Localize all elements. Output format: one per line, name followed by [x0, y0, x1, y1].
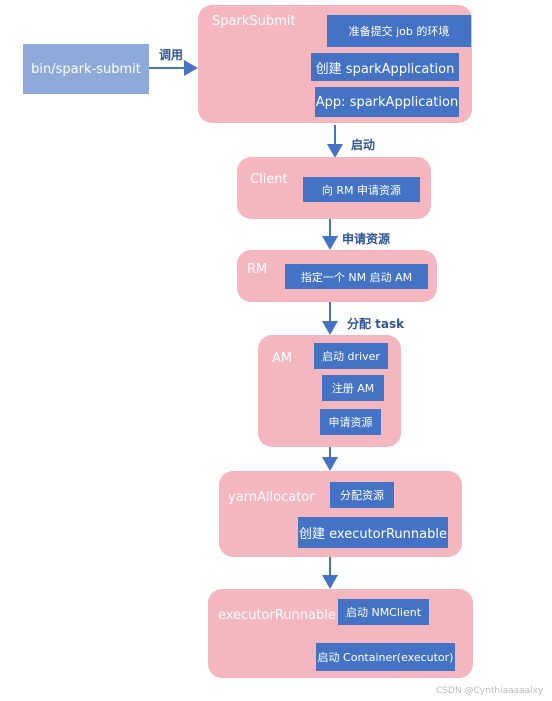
am-step-register-am: 注册 AM	[322, 375, 384, 401]
edge-label-start: 启动	[351, 138, 376, 152]
am-node: AM 启动 driver 注册 AM 申请资源	[258, 335, 401, 447]
client-node: Client 向 RM 申请资源	[237, 157, 431, 219]
yarnallocator-node: yarnAllocator 分配资源 创建 executorRunnable	[219, 471, 462, 557]
rm-title: RM	[247, 262, 268, 277]
rm-step-start-am: 指定一个 NM 启动 AM	[285, 264, 428, 289]
yarnallocator-step-create-executor-runnable: 创建 executorRunnable	[298, 517, 448, 548]
edge-label-call: 调用	[159, 48, 184, 62]
sparksubmit-step-prepare-env: 准备提交 job 的环境	[327, 15, 471, 47]
executorrunnable-title: executorRunnable	[218, 608, 336, 623]
am-step-request-resources: 申请资源	[320, 409, 381, 435]
edge-label-assign-task: 分配 task	[347, 317, 405, 331]
edge-label-request-resources: 申请资源	[342, 232, 391, 246]
rm-node: RM 指定一个 NM 启动 AM	[237, 250, 437, 302]
executorrunnable-node: executorRunnable 启动 NMClient 启动 Containe…	[208, 589, 473, 678]
yarnallocator-title: yarnAllocator	[228, 490, 315, 505]
watermark: CSDN @Cynthiaaaaalxy	[436, 686, 544, 696]
sparksubmit-title: SparkSubmit	[212, 14, 296, 29]
sparksubmit-step-app: App: sparkApplication	[315, 87, 459, 117]
yarnallocator-step-allocate: 分配资源	[330, 482, 394, 508]
spark-submit-node: bin/spark-submit	[23, 44, 149, 94]
am-step-start-driver: 启动 driver	[314, 343, 388, 369]
spark-submit-label: bin/spark-submit	[31, 61, 141, 77]
sparksubmit-step-create-app: 创建 sparkApplication	[311, 53, 459, 81]
sparksubmit-node: SparkSubmit 准备提交 job 的环境 创建 sparkApplica…	[198, 5, 472, 123]
am-title: AM	[272, 351, 293, 366]
client-step-request-rm: 向 RM 申请资源	[303, 177, 420, 202]
executorrunnable-step-start-container: 启动 Container(executor)	[316, 643, 455, 671]
client-title: Client	[250, 172, 288, 187]
executorrunnable-step-start-nmclient: 启动 NMClient	[338, 599, 429, 625]
